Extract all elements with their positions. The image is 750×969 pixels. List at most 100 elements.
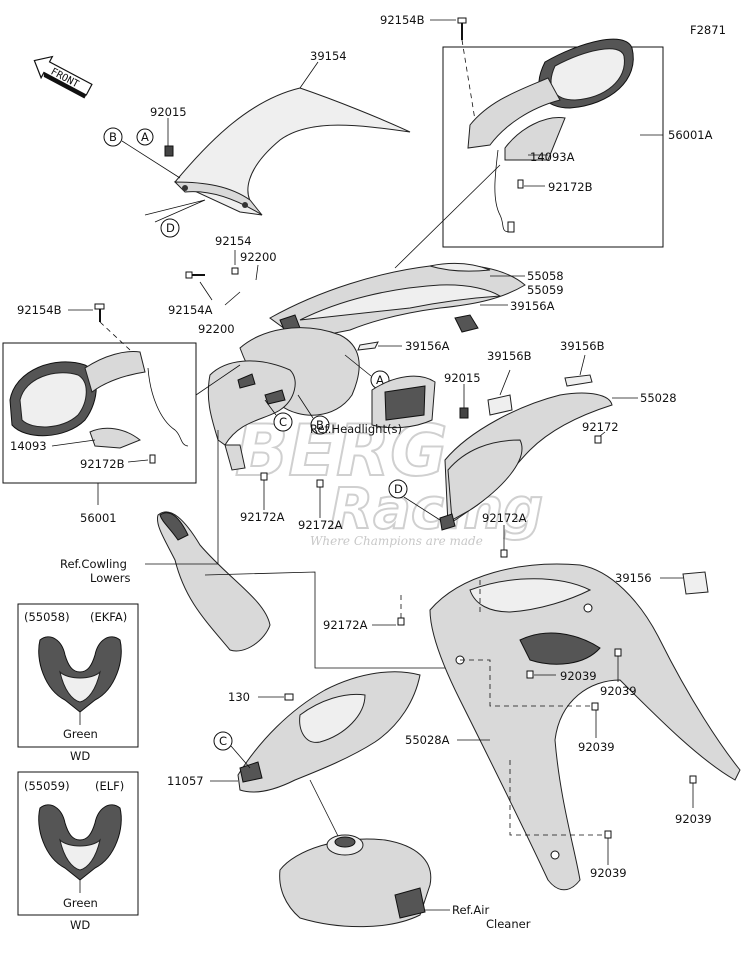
callout-A-top-text: A	[141, 130, 149, 144]
lead-callout-B-mid	[297, 394, 314, 419]
variant-cowl-1-center	[59, 670, 101, 703]
mirror-56001A-wire	[494, 149, 511, 233]
lead-callout-B-top	[121, 140, 181, 179]
air-cleaner-cap-top	[334, 836, 356, 848]
label-92200-bottom: 92200	[198, 322, 235, 336]
callout-D-top	[160, 218, 180, 238]
callout-B-top-text: B	[109, 130, 117, 144]
label-92154A: 92154A	[168, 303, 213, 317]
lead-callout-D-top	[144, 199, 206, 223]
callout-B-mid	[310, 415, 330, 435]
variant-box-1-part: (55058)	[24, 610, 70, 624]
label-55058: 55058	[527, 269, 564, 283]
callout-B-mid-text: B	[316, 418, 324, 432]
label-headlight-ref: Ref.Headlight(s)	[310, 422, 402, 436]
inner-fairing	[207, 327, 360, 471]
label-92172B-left: 92172B	[80, 457, 125, 471]
lead-39154	[299, 61, 319, 89]
windshield-mount-hole	[242, 202, 248, 208]
lead-92154A	[199, 281, 213, 301]
lead-bracket-to-airbox	[309, 779, 341, 841]
variant-cowl-2	[38, 804, 122, 881]
label-cowling-ref-1: Ref.Cowling	[60, 557, 127, 571]
label-92172A-2: 92172A	[298, 518, 343, 532]
label-92039-1: 92039	[560, 669, 597, 683]
mirror-56001A-box	[442, 46, 664, 248]
lower-cowl-vent	[469, 578, 592, 613]
windshield-39154	[173, 87, 411, 216]
air-cleaner-ref	[279, 834, 432, 928]
mirror-56001	[9, 351, 189, 449]
inner-fairing-leg	[224, 444, 246, 471]
bolt-92154	[231, 267, 239, 275]
inner-fairing-clip-2	[264, 389, 286, 405]
cowling-lower-shape	[156, 511, 271, 652]
inner-fairing-left	[207, 360, 296, 446]
variant-cowl-2-center	[59, 838, 101, 871]
variant-box-2-frame	[17, 771, 139, 916]
lower-cowl-hole-3	[583, 603, 593, 613]
screw-92172A-3	[500, 549, 508, 558]
side-cowl-55028-clip	[439, 513, 456, 531]
mirror-56001A-bracket	[504, 117, 566, 161]
label-55028A: 55028A	[405, 733, 450, 747]
label-92172: 92172	[582, 420, 619, 434]
label-14093: 14093	[10, 439, 47, 453]
figure-code: F2871	[690, 23, 726, 37]
label-56001: 56001	[80, 511, 117, 525]
screw-92172A-2	[316, 479, 324, 488]
variant-box-1-code: (EKFA)	[90, 610, 127, 624]
label-92154B-left: 92154B	[17, 303, 62, 317]
label-92172A-1: 92172A	[240, 510, 285, 524]
watermark-tagline: Where Champions are made	[310, 534, 483, 548]
clip-92039-4	[604, 830, 612, 839]
label-air-cleaner-1: Ref.Air	[452, 903, 489, 917]
grommet-92015-mid	[459, 407, 469, 419]
sticker-39156B-left	[487, 394, 513, 416]
screw-92172B-left	[149, 454, 156, 464]
callout-C-low	[213, 731, 233, 751]
callout-D-top-text: D	[166, 221, 175, 235]
bolt-130	[284, 693, 294, 701]
callout-B-top	[103, 127, 123, 147]
lead-cowling-to-lower	[204, 571, 460, 669]
lead-callout-D-mid	[403, 496, 441, 521]
windshield-shape	[174, 87, 411, 216]
label-92172A-4: 92172A	[323, 618, 368, 632]
variant-box-2-part: (55059)	[24, 779, 70, 793]
lead-14093	[51, 439, 96, 447]
windshield-base	[173, 181, 263, 216]
lead-39156B-right	[579, 354, 586, 376]
variant-box-2-code: (ELF)	[95, 779, 124, 793]
lower-cowl-inner	[519, 632, 601, 665]
screw-92172A-1	[260, 472, 268, 481]
label-92154B-top: 92154B	[380, 13, 425, 27]
label-56001A: 56001A	[668, 128, 713, 142]
label-92039-2: 92039	[600, 684, 637, 698]
variant-cowl-1	[38, 636, 122, 713]
callout-A-mid-text: A	[376, 373, 384, 387]
dash-92039-3	[460, 659, 592, 707]
lead-92172B-left	[127, 459, 149, 463]
label-92200-top: 92200	[240, 250, 277, 264]
dash-92039-4	[509, 760, 605, 836]
lead-callout-C-low	[230, 745, 251, 769]
bracket-11057-mount	[239, 761, 263, 783]
label-air-cleaner-2: Cleaner	[486, 917, 531, 931]
variant-box-2-color: Green	[63, 896, 98, 910]
lead-92200-top	[255, 264, 259, 281]
callout-D-mid-text: D	[394, 482, 403, 496]
lead-callout-C-mid	[264, 399, 277, 416]
label-92015-top: 92015	[150, 105, 187, 119]
variant-box-2-market: WD	[70, 918, 90, 932]
upper-cowl-55058	[269, 262, 526, 341]
mirror-56001-bracket	[89, 427, 141, 449]
headlight-lens	[384, 385, 426, 421]
label-55028: 55028	[640, 391, 677, 405]
clip-92039-5	[689, 775, 697, 784]
front-arrow-shadow	[43, 72, 87, 99]
label-cowling-ref-2: Lowers	[90, 571, 130, 585]
label-92154: 92154	[215, 234, 252, 248]
inner-fairing-clip	[237, 373, 256, 389]
